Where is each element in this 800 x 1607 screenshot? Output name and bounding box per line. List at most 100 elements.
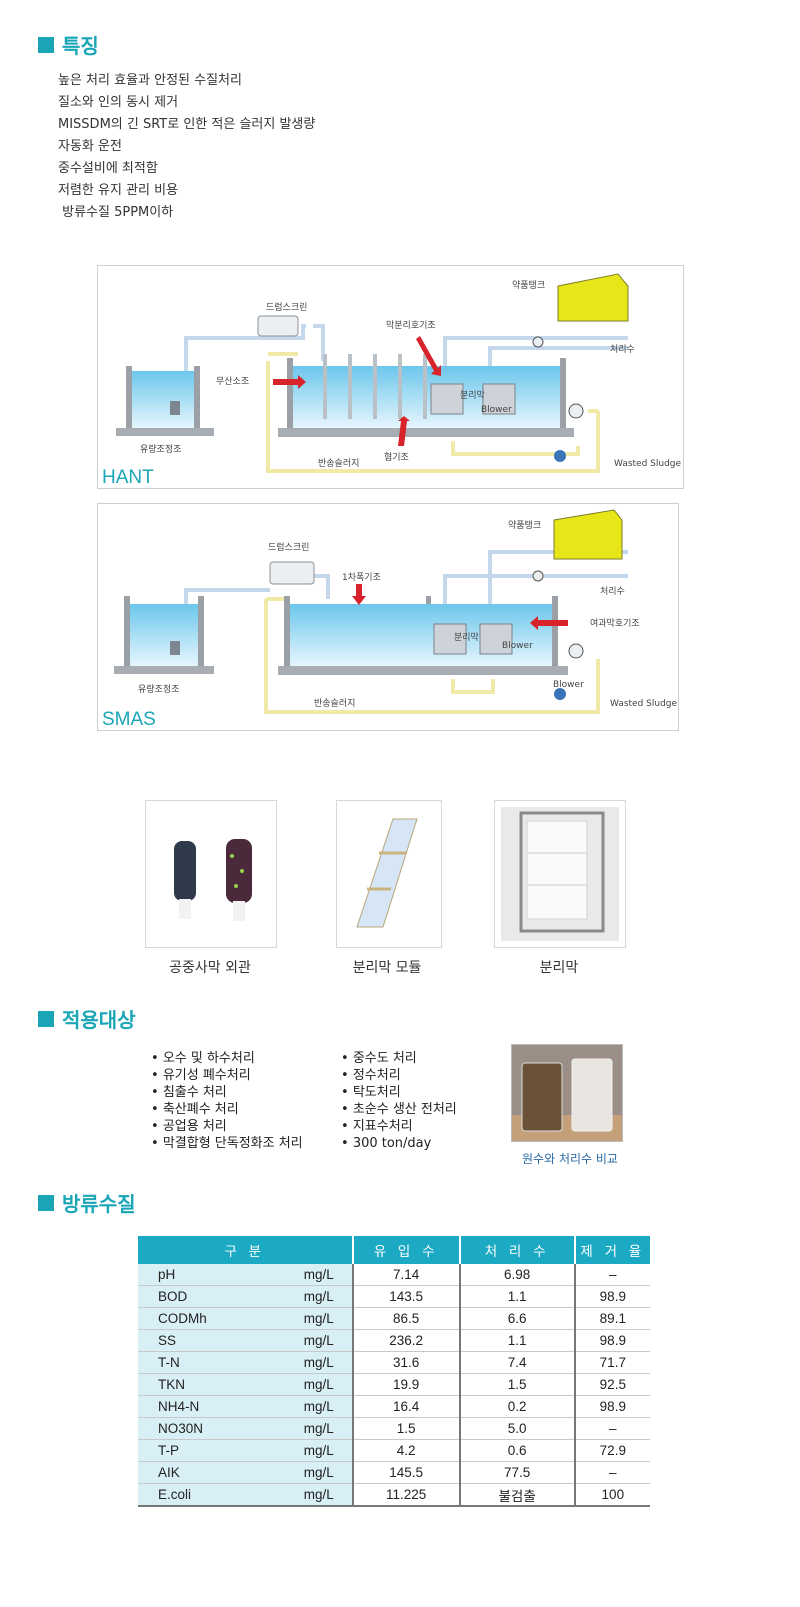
influent-cell: 11.225 [352, 1483, 461, 1507]
influent-cell: 1.5 [352, 1417, 461, 1440]
square-bullet-icon [38, 1194, 54, 1211]
effluent-cell: 0.6 [459, 1439, 576, 1462]
table-header-row: 구 분 유 입 수 처 리 수 제 거 율 [138, 1236, 650, 1264]
discharge-title-text: 방류수질 [62, 1192, 136, 1216]
removal-cell: 72.9 [574, 1439, 650, 1462]
wasted-sludge-label: Wasted Sludge [614, 459, 682, 469]
treated-water-label: 처리수 [610, 343, 635, 355]
feature-item: MISSDM의 긴 SRT로 인한 적은 슬러지 발생량 [58, 117, 316, 132]
feature-item: 자동화 운전 [58, 139, 122, 154]
header-removal: 제 거 율 [574, 1236, 650, 1264]
effluent-cell: 1.1 [459, 1329, 576, 1352]
membrane-rack-photo [494, 800, 626, 948]
removal-cell: 98.9 [574, 1285, 650, 1308]
blower-label: Blower [502, 641, 533, 651]
effluent-cell: 6.6 [459, 1307, 576, 1330]
influent-cell: 86.5 [352, 1307, 461, 1330]
effluent-cell: 1.1 [459, 1285, 576, 1308]
application-item: 지표수처리 [341, 1118, 457, 1135]
membrane-label: 분리막 [454, 632, 479, 643]
header-effluent: 처 리 수 [459, 1236, 576, 1264]
unit-cell: mg/L [285, 1285, 354, 1308]
return-sludge-label: 반송슬러지 [318, 458, 359, 469]
param-cell: CODMh [138, 1307, 286, 1330]
water-comparison-photo [511, 1044, 623, 1142]
wasted-sludge-label: Wasted Sludge [610, 699, 678, 709]
effluent-cell: 0.2 [459, 1395, 576, 1418]
unit-cell: mg/L [285, 1439, 354, 1462]
removal-cell: – [574, 1461, 650, 1484]
application-item: 탁도처리 [341, 1084, 457, 1101]
effluent-cell: 1.5 [459, 1373, 576, 1396]
aerobic-tank-label: 혐기조 [384, 452, 409, 463]
effluent-cell: 77.5 [459, 1461, 576, 1484]
influent-cell: 143.5 [352, 1285, 461, 1308]
removal-cell: – [574, 1264, 650, 1286]
removal-cell: 98.9 [574, 1395, 650, 1418]
effluent-cell: 5.0 [459, 1417, 576, 1440]
application-item: 축산폐수 처리 [151, 1101, 303, 1118]
param-cell: NO30N [138, 1417, 286, 1440]
influent-cell: 145.5 [352, 1461, 461, 1484]
application-item: 300 ton/day [341, 1135, 457, 1152]
application-item: 오수 및 하수처리 [151, 1050, 303, 1067]
header-influent: 유 입 수 [352, 1236, 461, 1264]
feature-item: 방류수질 5PPM이하 [58, 205, 174, 220]
applications-title: 적용대상 [38, 1004, 136, 1033]
feature-item: 중수설비에 최적함 [58, 161, 158, 176]
membrane-module-photo [336, 800, 442, 948]
application-item: 막결합형 단독정화조 처리 [151, 1135, 303, 1152]
features-list: 높은 처리 효율과 안정된 수질처리 질소와 인의 동시 제거 MISSDM의 … [58, 70, 315, 224]
param-cell: pH [138, 1264, 286, 1286]
unit-cell: mg/L [285, 1373, 354, 1396]
effluent-cell: 6.98 [459, 1264, 576, 1286]
influent-cell: 19.9 [352, 1373, 461, 1396]
hant-diagram: 드럼스크린 약품탱크 막분리호기조 처리수 무산소조 분리막 Blower 유량… [97, 265, 684, 489]
applications-list-right: 중수도 처리 정수처리 탁도처리 초순수 생산 전처리 지표수처리 300 to… [341, 1050, 457, 1152]
applications-title-text: 적용대상 [62, 1008, 136, 1032]
discharge-title: 방류수질 [38, 1188, 136, 1217]
influent-cell: 31.6 [352, 1351, 461, 1374]
square-bullet-icon [38, 36, 54, 53]
application-item: 중수도 처리 [341, 1050, 457, 1067]
unit-cell: mg/L [285, 1395, 354, 1418]
param-cell: SS [138, 1329, 286, 1352]
anoxic-tank-label: 무산소조 [216, 376, 249, 387]
influent-cell: 7.14 [352, 1264, 461, 1286]
removal-cell: 92.5 [574, 1373, 650, 1396]
water-comparison-caption: 원수와 처리수 비교 [522, 1152, 618, 1166]
unit-cell: mg/L [285, 1307, 354, 1330]
chem-tank-label: 약품탱크 [512, 279, 545, 291]
effluent-cell: 7.4 [459, 1351, 576, 1374]
removal-cell: 98.9 [574, 1329, 650, 1352]
blower-bottom-label: Blower [553, 680, 584, 690]
param-cell: T-P [138, 1439, 286, 1462]
application-item: 유기성 폐수처리 [151, 1067, 303, 1084]
removal-cell: 89.1 [574, 1307, 650, 1330]
drum-screen-label: 드럼스크린 [266, 301, 307, 313]
feature-item: 높은 처리 효율과 안정된 수질처리 [58, 73, 242, 88]
removal-cell: 100 [574, 1483, 650, 1507]
param-cell: E.coli [138, 1483, 286, 1507]
applications-list-left: 오수 및 하수처리 유기성 폐수처리 침출수 처리 축산폐수 처리 공업용 처리… [151, 1050, 303, 1152]
unit-cell: mg/L [285, 1483, 354, 1507]
smas-label: SMAS [102, 709, 156, 730]
membrane-label: 분리막 [460, 390, 485, 401]
application-item: 공업용 처리 [151, 1118, 303, 1135]
feature-item: 저렴한 유지 관리 비용 [58, 183, 179, 198]
drum-screen-label: 드럼스크린 [268, 541, 309, 553]
return-sludge-label: 반송슬러지 [314, 698, 355, 709]
application-item: 정수처리 [341, 1067, 457, 1084]
filter-tank-label: 여과막호기조 [590, 617, 640, 629]
first-aeration-label: 1차폭기조 [342, 571, 381, 583]
